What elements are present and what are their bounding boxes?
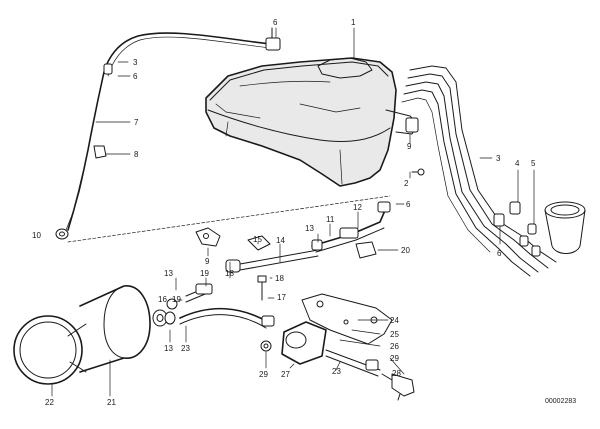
callout-21: 21 [107,398,116,407]
leader-lines [51,27,535,397]
pump-27 [281,321,327,365]
callout-6: 6 [273,18,278,27]
callout-14: 14 [276,236,285,245]
callout-22: 22 [45,398,54,407]
callout-10: 10 [32,231,41,240]
assembly-leader [67,195,391,243]
hose-clamp-3-6 [103,63,113,75]
callout-13: 13 [164,269,173,278]
fuel-hose-11-12 [311,201,391,253]
callout-13: 13 [305,224,314,233]
callout-23: 23 [181,344,190,353]
callout-9: 9 [205,257,210,266]
callout-1: 1 [351,18,356,27]
callout-17: 17 [277,293,286,302]
callout-18: 18 [275,274,284,283]
bracket-15 [247,235,271,251]
callout-25: 25 [390,330,399,339]
grommet-10 [55,228,69,240]
sensor-28 [381,373,415,401]
callout-18: 18 [225,269,234,278]
callout-26: 26 [390,342,399,351]
callout-29-nut: 29 [259,370,268,379]
callout-6: 6 [406,200,411,209]
hose-clamp-6-top [265,27,281,51]
line-14 [225,249,319,273]
callout-29: 29 [390,354,399,363]
callout-19: 19 [172,295,181,304]
callout-labels: 1 6 3 6 7 8 10 9 2 3 4 5 6 6 12 11 13 14… [32,18,536,407]
callout-28: 28 [392,369,401,378]
callout-13: 13 [164,344,173,353]
callout-3: 3 [496,154,501,163]
callout-5: 5 [531,159,536,168]
callout-8: 8 [134,150,139,159]
callout-4: 4 [515,159,520,168]
pipe-18-19 [185,283,213,303]
nut-29 [260,340,272,352]
callout-2: 2 [404,179,409,188]
hose-23-upper [164,307,275,329]
callout-6: 6 [497,249,502,258]
clamp-band-22 [13,315,87,385]
callout-16: 16 [158,295,167,304]
callout-27: 27 [281,370,290,379]
callout-12: 12 [353,203,362,212]
clip-20 [355,241,377,259]
callout-20: 20 [401,246,410,255]
bolt-17 [257,275,267,301]
callout-15: 15 [253,235,262,244]
line-23-lower [325,349,381,377]
callout-11: 11 [326,215,335,224]
callout-24: 24 [390,316,399,325]
callout-19: 19 [200,269,209,278]
drawing-number: 00002283 [545,398,576,405]
clip-8 [93,145,107,159]
callout-3: 3 [133,58,138,67]
callout-6: 6 [133,72,138,81]
screw-2 [411,168,425,176]
filler-neck [544,201,586,254]
callout-9: 9 [407,142,412,151]
callout-7: 7 [134,118,139,127]
fuel-tank [205,57,419,187]
bracket-9 [195,227,221,247]
fuel-lines [401,65,557,277]
callout-23: 23 [332,367,341,376]
fuel-filter-21 [79,285,178,373]
